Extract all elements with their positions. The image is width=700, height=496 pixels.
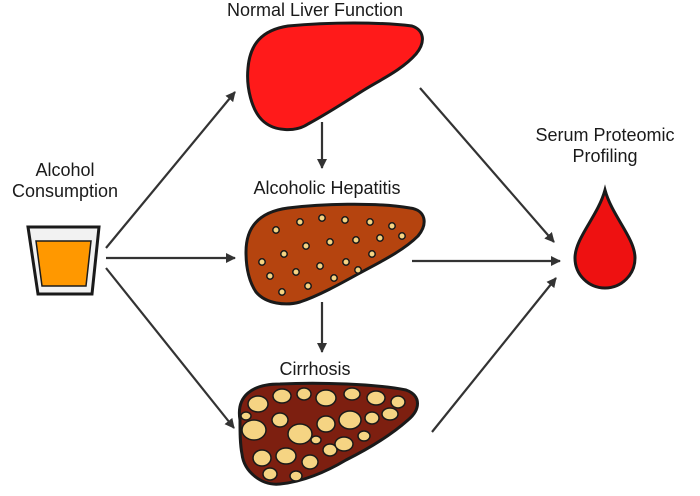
regenerative-nodule bbox=[241, 419, 267, 441]
regenerative-nodule bbox=[247, 395, 269, 413]
regenerative-nodule bbox=[240, 411, 252, 421]
regenerative-nodule bbox=[366, 390, 386, 406]
fat-droplet bbox=[304, 282, 312, 290]
fat-droplet bbox=[342, 258, 350, 266]
fat-droplet bbox=[266, 272, 274, 280]
arrow-normal-to-serum bbox=[419, 87, 555, 243]
regenerative-nodule bbox=[275, 447, 297, 465]
fat-droplet bbox=[316, 262, 324, 270]
regenerative-nodule bbox=[322, 443, 338, 457]
label-serum-line1: Serum Proteomic bbox=[535, 125, 675, 145]
regenerative-nodule bbox=[357, 430, 371, 442]
fat-droplet bbox=[388, 222, 396, 230]
fat-droplet bbox=[398, 232, 406, 240]
label-normal-liver: Normal Liver Function bbox=[226, 0, 404, 20]
fat-droplet bbox=[326, 238, 334, 246]
fat-droplet bbox=[354, 266, 362, 274]
regenerative-nodule bbox=[390, 395, 406, 409]
liver-normal bbox=[246, 21, 424, 131]
fat-droplet bbox=[272, 226, 280, 234]
label-alcohol-line1: Alcohol bbox=[35, 160, 95, 180]
regenerative-nodule bbox=[334, 436, 354, 452]
regenerative-nodule bbox=[262, 467, 278, 481]
arrow-cirrhosis-to-serum bbox=[431, 277, 557, 433]
fat-droplet bbox=[278, 288, 286, 296]
label-alcohol-line2: Consumption bbox=[11, 181, 119, 201]
fat-droplet bbox=[366, 218, 374, 226]
fat-droplet bbox=[318, 214, 326, 222]
regenerative-nodule bbox=[252, 449, 272, 467]
regenerative-nodule bbox=[271, 412, 289, 428]
regenerative-nodule bbox=[272, 388, 292, 404]
regenerative-nodule bbox=[381, 407, 399, 421]
fat-droplet bbox=[302, 242, 310, 250]
regenerative-nodule bbox=[310, 435, 322, 445]
fat-droplet bbox=[330, 274, 338, 282]
arrow-alcohol-to-normal bbox=[105, 91, 236, 249]
label-cirrhosis: Cirrhosis bbox=[279, 359, 351, 379]
liver-icon bbox=[244, 202, 426, 306]
liver-icon bbox=[237, 381, 419, 486]
fat-droplet bbox=[352, 236, 360, 244]
fat-droplet bbox=[341, 216, 349, 224]
regenerative-nodule bbox=[316, 415, 336, 433]
regenerative-nodule bbox=[287, 423, 313, 445]
regenerative-nodule bbox=[315, 389, 337, 407]
liver-hepatitis bbox=[244, 202, 426, 306]
blood-drop-icon bbox=[573, 184, 637, 290]
liver-icon bbox=[246, 21, 424, 131]
regenerative-nodule bbox=[289, 470, 303, 482]
fat-droplet bbox=[376, 234, 384, 242]
label-serum-line2: Profiling bbox=[572, 146, 638, 166]
fat-droplet bbox=[292, 268, 300, 276]
fat-droplet bbox=[280, 250, 288, 258]
regenerative-nodule bbox=[364, 411, 380, 425]
fat-droplet bbox=[296, 218, 304, 226]
regenerative-nodule bbox=[301, 454, 319, 470]
arrow-alcohol-to-cirrhosis bbox=[105, 267, 235, 429]
regenerative-nodule bbox=[296, 387, 312, 401]
label-alcohol-consumption: Alcohol Consumption bbox=[0, 160, 130, 202]
glass-icon bbox=[26, 225, 101, 296]
fat-droplet bbox=[258, 258, 266, 266]
regenerative-nodule bbox=[343, 387, 361, 401]
fat-droplet bbox=[368, 250, 376, 258]
regenerative-nodule bbox=[338, 410, 362, 430]
label-alcoholic-hepatitis: Alcoholic Hepatitis bbox=[253, 178, 401, 198]
label-serum-proteomic: Serum Proteomic Profiling bbox=[515, 125, 695, 167]
